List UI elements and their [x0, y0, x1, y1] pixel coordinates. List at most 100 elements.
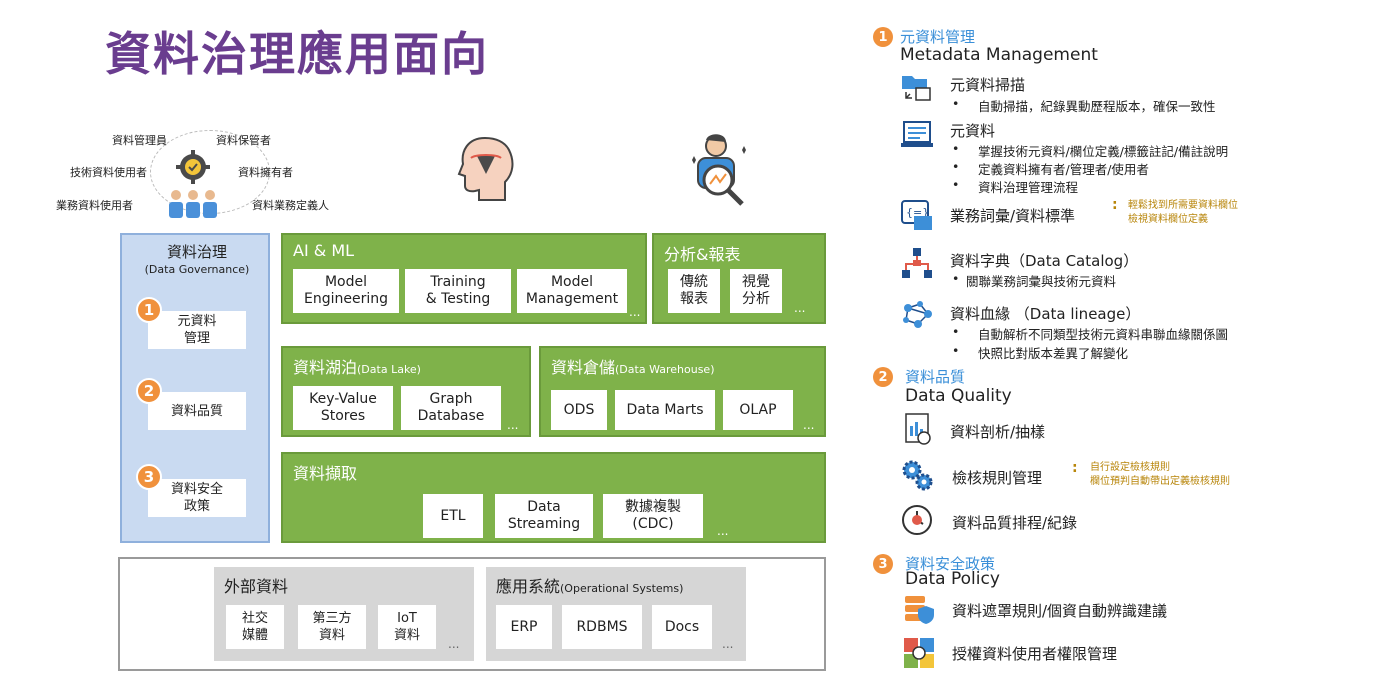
operational-systems-panel: 應用系統(Operational Systems) ERP RDBMS Docs…: [486, 567, 746, 661]
schedule-clock-icon: [902, 505, 932, 535]
folder-sync-icon: [902, 76, 931, 101]
bullet-marker: •: [952, 96, 960, 111]
bullet-marker: •: [952, 271, 960, 286]
note-colon: :: [1072, 460, 1078, 476]
bullet-text: 快照比對版本差異了解變化: [978, 346, 1129, 361]
item-title: 業務詞彙/資料標準: [950, 207, 1076, 225]
role-label: 業務資料使用者: [56, 199, 133, 212]
item-title: 元資料掃描: [950, 76, 1026, 94]
number-badge: 2: [873, 367, 893, 387]
external-data-title: 外部資料: [224, 577, 289, 596]
number-badge: 1: [136, 297, 162, 323]
bullet-marker: •: [952, 177, 960, 192]
data-marts-box[interactable]: Data Marts: [615, 390, 715, 430]
section-subtitle-policy: Data Policy: [905, 569, 1000, 589]
section-title-metadata: 元資料管理: [900, 28, 976, 46]
governance-subtitle: (Data Governance): [144, 263, 250, 276]
more-ellipsis: ...: [507, 418, 519, 432]
data-warehouse-title: 資料倉儲(Data Warehouse): [551, 358, 715, 377]
data-ingestion-title: 資料擷取: [293, 464, 358, 483]
number-badge: 1: [873, 27, 893, 47]
section-subtitle-quality: Data Quality: [905, 386, 1012, 406]
third-party-data-box[interactable]: 第三方資料: [298, 605, 366, 649]
role-label: 資料管理員: [112, 134, 167, 147]
note-text: 檢視資料欄位定義: [1128, 214, 1208, 225]
page-title: 資料治理應用面向: [105, 27, 489, 81]
section-title-quality: 資料品質: [905, 368, 966, 386]
bullet-marker: •: [952, 324, 960, 339]
item-title: 資料字典（Data Catalog）: [950, 252, 1139, 270]
more-ellipsis: ...: [803, 418, 815, 432]
bullet-text: 定義資料擁有者/管理者/使用者: [978, 162, 1149, 177]
laptop-icon: [901, 121, 933, 147]
lineage-network-icon: [903, 301, 932, 328]
erp-box[interactable]: ERP: [496, 605, 552, 649]
bullet-marker: •: [952, 343, 960, 358]
svg-text:{=}: {=}: [906, 206, 929, 219]
ods-box[interactable]: ODS: [551, 390, 607, 430]
operational-systems-title: 應用系統(Operational Systems): [496, 577, 684, 596]
governance-item-label: 管理: [183, 331, 210, 346]
rule-gears-icon: [902, 460, 933, 491]
governance-item-metadata[interactable]: 元資料管理: [148, 311, 246, 349]
governance-item-label: 資料品質: [170, 403, 223, 419]
governance-title: 資料治理: [166, 243, 227, 261]
bullet-text: 自動掃描，紀錄異動歷程版本，確保一致性: [978, 99, 1216, 114]
database-shield-icon: [905, 596, 934, 624]
section-subtitle-metadata: Metadata Management: [900, 45, 1098, 65]
number-badge: 3: [873, 554, 893, 574]
role-label: 技術資料使用者: [70, 166, 147, 179]
social-media-box[interactable]: 社交媒體: [226, 605, 284, 649]
data-lake-title: 資料湖泊(Data Lake): [293, 358, 421, 377]
cdc-box[interactable]: 數據複製(CDC): [603, 494, 703, 538]
analytics-panel: 分析&報表 傳統報表 視覺分析 ...: [652, 233, 826, 324]
team-icon: [169, 190, 217, 218]
role-label: 資料擁有者: [238, 166, 293, 179]
item-title: 授權資料使用者權限管理: [952, 645, 1118, 663]
more-ellipsis: ...: [722, 637, 734, 651]
governance-item-label: 資料安全: [170, 482, 223, 497]
data-warehouse-panel: 資料倉儲(Data Warehouse) ODS Data Marts OLAP…: [539, 346, 826, 437]
bullet-marker: •: [952, 159, 960, 174]
more-ellipsis: ...: [794, 301, 806, 315]
etl-box[interactable]: ETL: [423, 494, 483, 538]
governance-item-policy[interactable]: 資料安全政策: [148, 479, 246, 517]
rdbms-box[interactable]: RDBMS: [562, 605, 642, 649]
number-badge: 2: [136, 378, 162, 404]
note-colon: :: [1112, 197, 1118, 213]
governance-item-label: 元資料: [177, 314, 217, 329]
visual-analysis-box[interactable]: 視覺分析: [730, 269, 782, 313]
number-badge: 3: [136, 464, 162, 490]
data-governance-panel: 資料治理 (Data Governance) 元資料管理 1 資料品質 2 資料…: [120, 233, 270, 543]
note-text: 自行設定檢核規則: [1090, 462, 1170, 473]
note-text: 輕鬆找到所需要資料欄位: [1128, 200, 1238, 211]
training-testing-box[interactable]: Training& Testing: [405, 269, 511, 313]
traditional-report-box[interactable]: 傳統報表: [668, 269, 720, 313]
item-title: 元資料: [950, 122, 996, 140]
permission-puzzle-icon: [904, 638, 934, 668]
docs-box[interactable]: Docs: [652, 605, 712, 649]
item-title: 檢核規則管理: [952, 469, 1043, 487]
item-title: 資料剖析/抽樣: [950, 423, 1046, 441]
olap-box[interactable]: OLAP: [723, 390, 793, 430]
note-text: 欄位預判自動帶出定義檢核規則: [1090, 476, 1230, 487]
ai-ml-title: AI & ML: [293, 241, 355, 260]
analyst-icon: [692, 134, 746, 206]
bullet-text: 關聯業務詞彙與技術元資料: [966, 274, 1117, 289]
governance-item-label: 政策: [183, 499, 210, 514]
bullet-text: 資料治理管理流程: [978, 180, 1079, 195]
glossary-icon: {=}: [901, 200, 932, 230]
governance-item-quality[interactable]: 資料品質: [148, 392, 246, 430]
more-ellipsis: ...: [717, 524, 729, 538]
